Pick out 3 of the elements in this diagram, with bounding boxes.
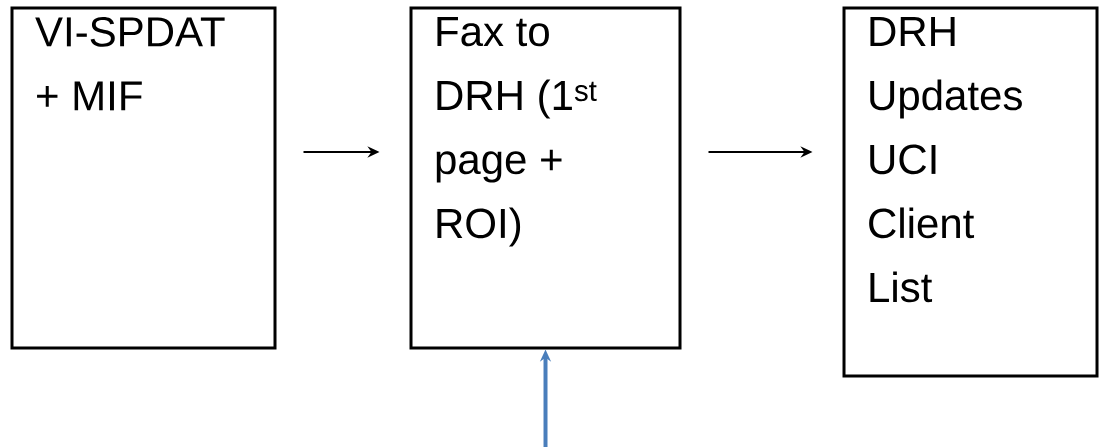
process-box: Fax to DRH (1$^{st}$ page + ROI)	[409, 6, 682, 350]
process-box: VI-SPDAT + MIF	[10, 6, 277, 350]
process-box: DRH Updates UCI Client List	[842, 6, 1099, 378]
